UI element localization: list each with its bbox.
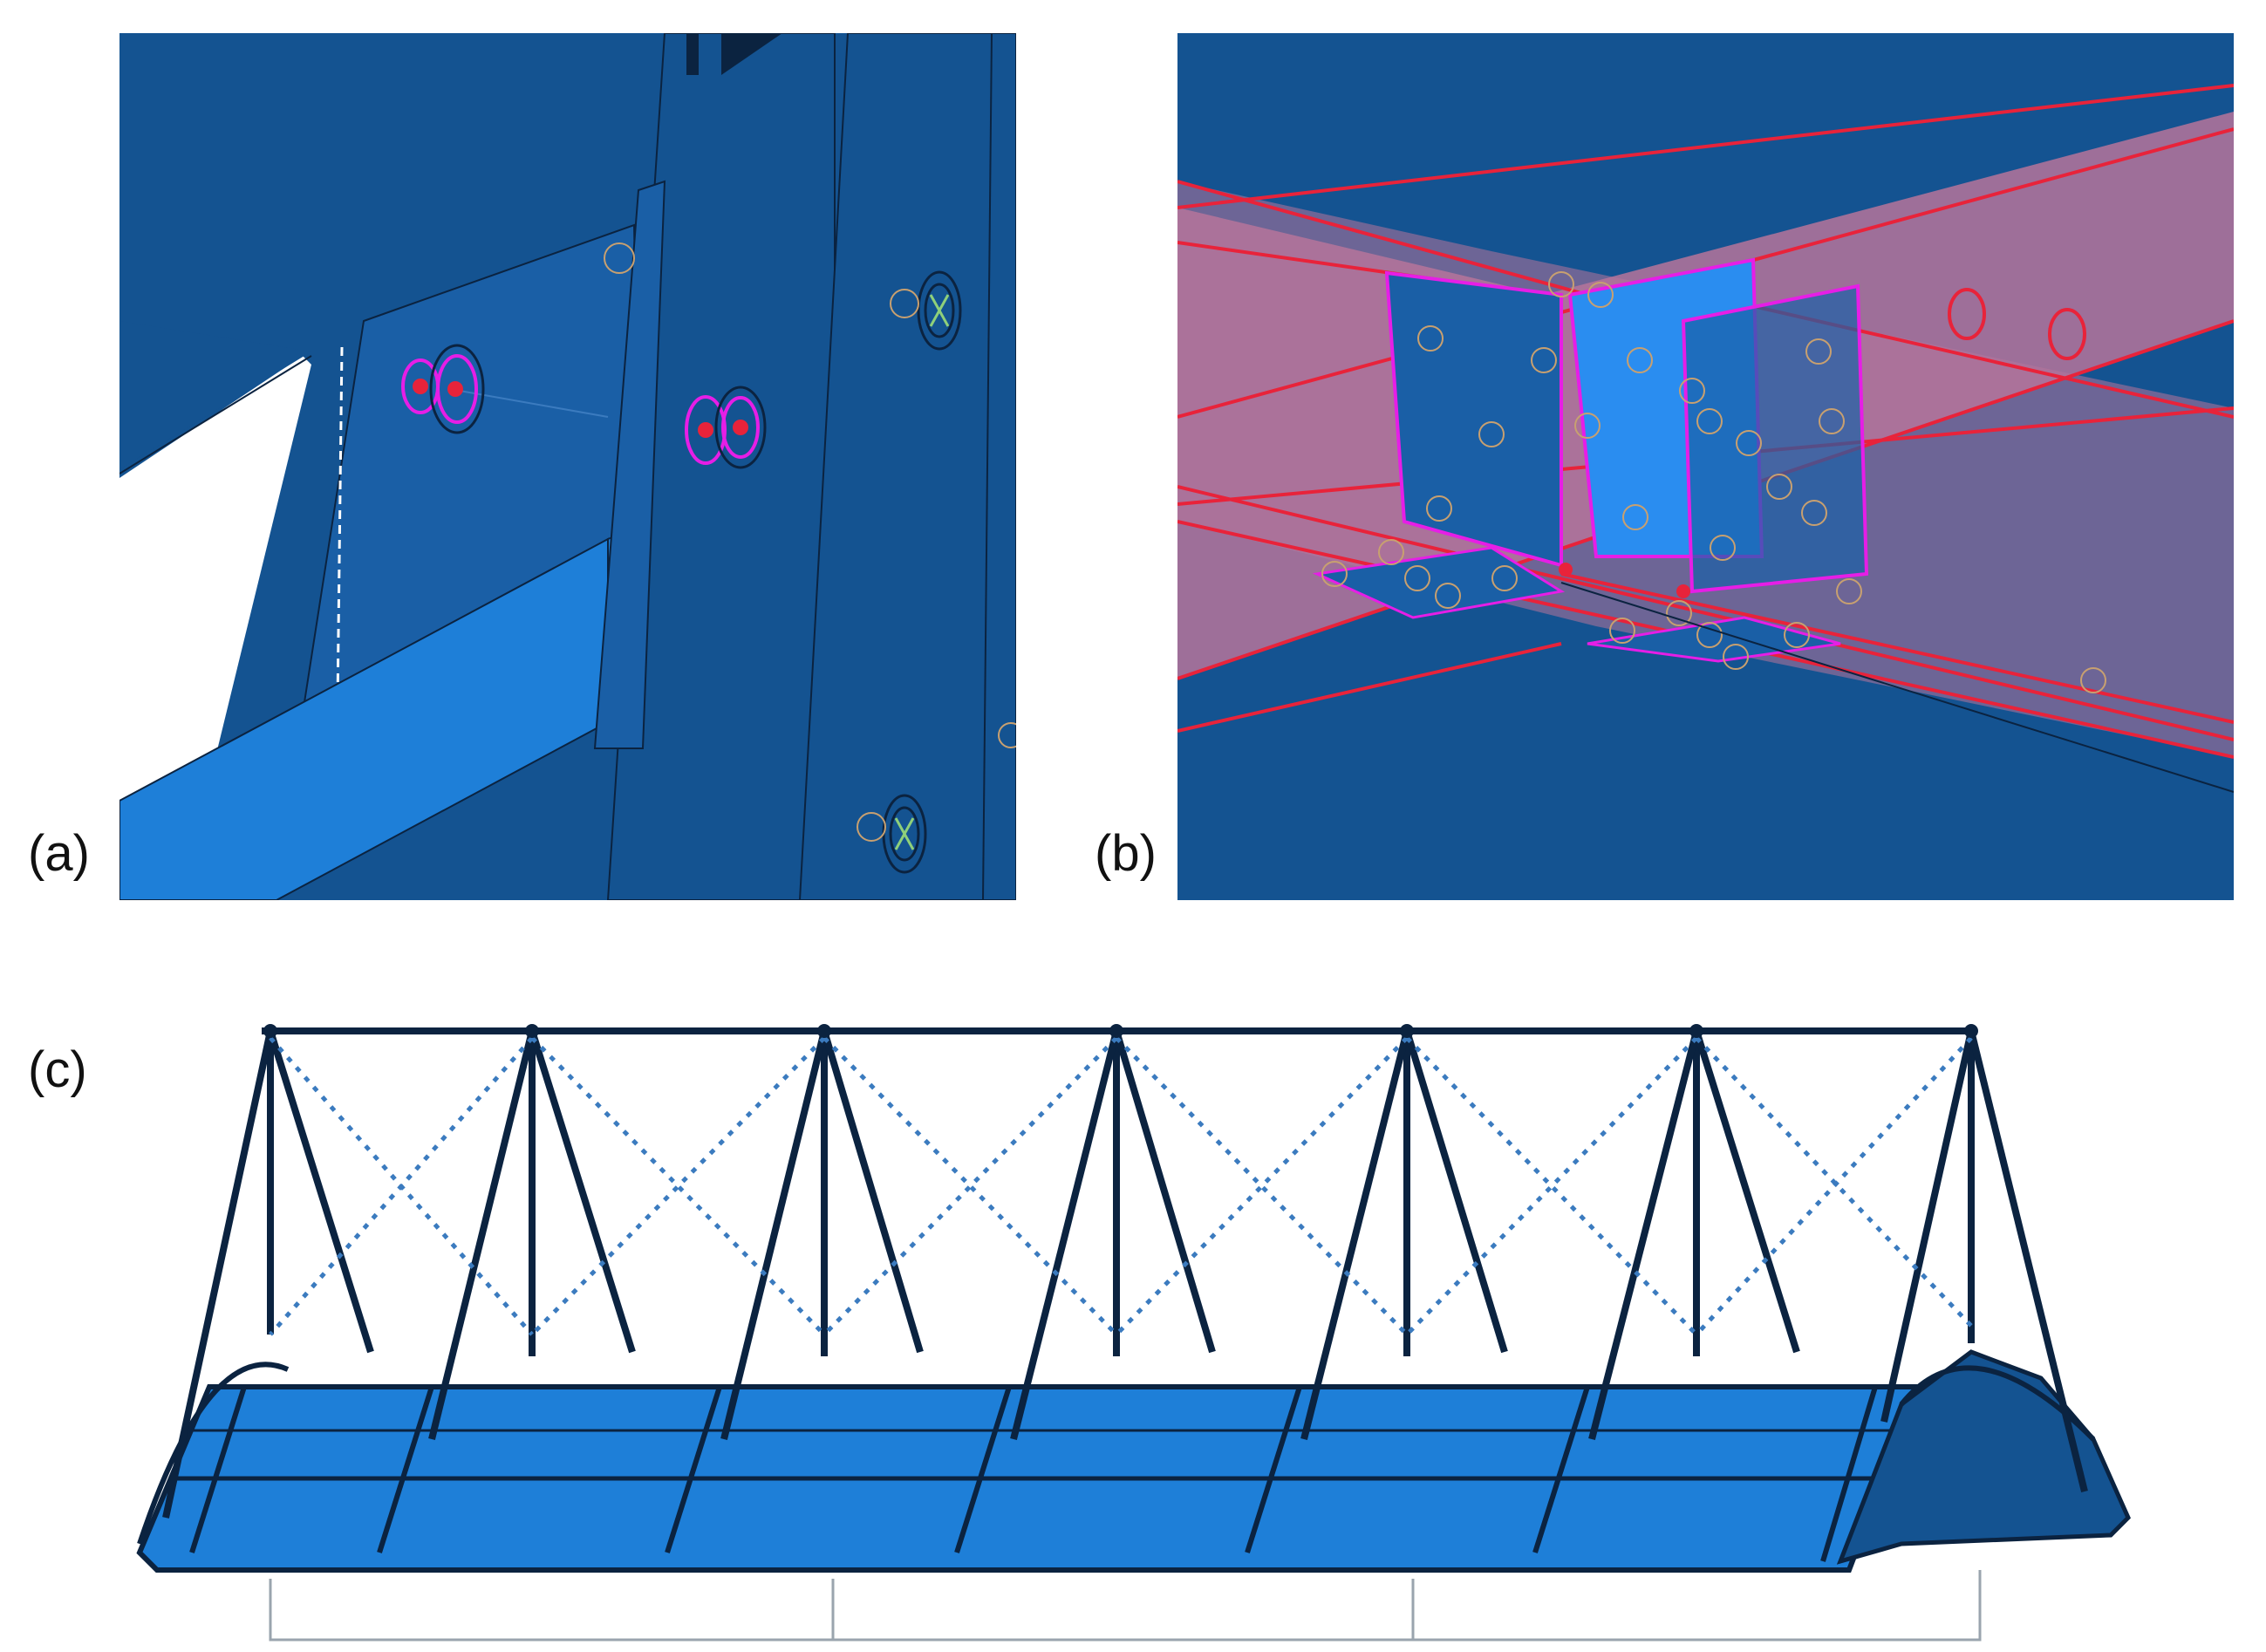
panel-a-drawing bbox=[119, 33, 1016, 900]
panel-c-label: (c) bbox=[28, 1041, 87, 1098]
member-1-flange bbox=[593, 180, 666, 749]
member-2-edge bbox=[982, 33, 993, 900]
truss-nodes bbox=[263, 1024, 1978, 1038]
bolt-circle-icon bbox=[721, 396, 760, 459]
bolt-washer-icon bbox=[714, 386, 767, 469]
clip-plate-3 bbox=[1681, 283, 1869, 594]
start-portal bbox=[137, 1362, 290, 1545]
bolt-washer-icon bbox=[889, 806, 920, 862]
panel-a-label: (a) bbox=[28, 825, 90, 882]
flange-edge bbox=[119, 355, 312, 474]
bolt-circle-icon bbox=[857, 812, 886, 842]
node-marker-icon bbox=[698, 422, 713, 438]
panel-b-label: (b) bbox=[1095, 825, 1157, 882]
bolt-group-right bbox=[604, 242, 1016, 874]
bolt-circle-icon bbox=[998, 722, 1016, 748]
bolt-washer-icon bbox=[429, 344, 485, 434]
deck-cross-beams bbox=[189, 1386, 1878, 1562]
bolt-hole-icon bbox=[1948, 288, 1986, 340]
bolt-group-left bbox=[401, 344, 485, 434]
dotted-bracing bbox=[269, 1036, 1973, 1336]
lower-beam bbox=[119, 537, 609, 900]
truss-members bbox=[162, 1029, 2088, 1519]
white-void-region bbox=[119, 356, 311, 900]
node-marker-icon bbox=[1559, 563, 1573, 577]
bolt-circle-icon bbox=[604, 242, 635, 274]
top-notch-2 bbox=[721, 33, 782, 75]
node-marker-icon bbox=[733, 420, 748, 435]
bolt-markers bbox=[1321, 271, 2106, 693]
node-marker-icon bbox=[413, 379, 428, 394]
weld-line bbox=[336, 346, 344, 706]
top-notch bbox=[686, 33, 699, 75]
end-portal bbox=[1836, 1349, 2131, 1565]
vertical-member-2 bbox=[798, 33, 1016, 900]
node-marker-icon bbox=[1676, 584, 1690, 598]
panel-c-drawing bbox=[136, 1024, 2131, 1642]
connector-line bbox=[459, 390, 609, 418]
panel-b-drawing bbox=[1177, 33, 2234, 900]
bolt-group-middle bbox=[685, 386, 767, 469]
lower-flange-edge bbox=[1560, 582, 2234, 793]
panel-b-beam-intersection bbox=[1177, 33, 2234, 900]
panel-a-connection-detail bbox=[119, 33, 1016, 900]
seat-plate-1 bbox=[1312, 546, 1566, 619]
bolt-washer-icon bbox=[924, 283, 955, 338]
ground-springs bbox=[269, 1570, 1982, 1642]
bolt-circle-icon bbox=[890, 289, 919, 318]
upper-web-region bbox=[119, 321, 311, 900]
bolt-hole-icon bbox=[2048, 308, 2086, 360]
panel-c-truss-bridge bbox=[87, 1003, 2181, 1649]
clip-plate-1 bbox=[1384, 270, 1563, 568]
bolt-circle-icon bbox=[436, 354, 478, 424]
node-marker-icon bbox=[447, 381, 463, 397]
